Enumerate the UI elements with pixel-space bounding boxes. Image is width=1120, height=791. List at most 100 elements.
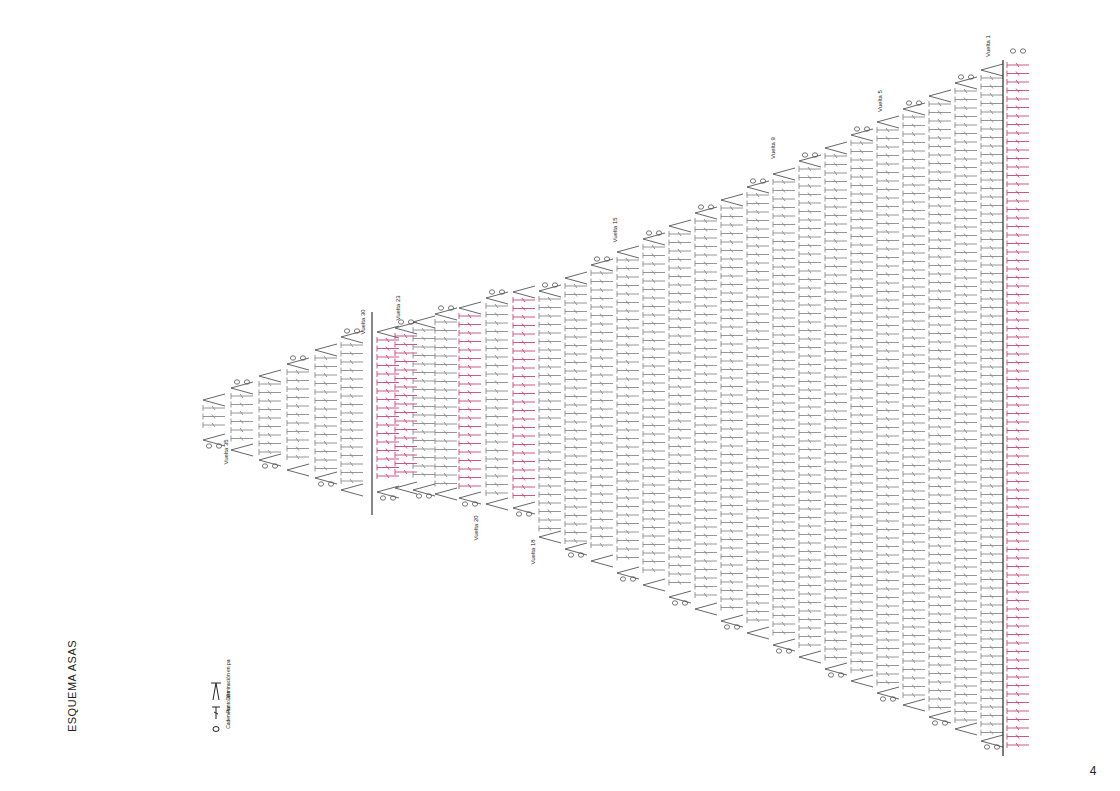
stitch-symbol (981, 84, 1003, 90)
stitch-symbol (669, 529, 691, 535)
stitch-symbol (377, 456, 399, 462)
stitch-symbol (377, 397, 399, 403)
stitch-symbol (825, 451, 847, 457)
chain-symbol (594, 257, 599, 261)
stitch-symbol (825, 442, 847, 448)
stitch-symbol (1007, 530, 1029, 536)
stitch-symbol (955, 352, 977, 358)
stitch-symbol (395, 452, 417, 458)
stitch-symbol (669, 469, 691, 475)
stitch-symbol (929, 229, 951, 235)
stitch-symbol (669, 308, 691, 314)
stitch-symbol (825, 298, 847, 304)
stitch-symbol (903, 182, 925, 188)
stitch-symbol (851, 344, 873, 350)
stitch-symbol (773, 621, 795, 627)
stitch-row (513, 286, 535, 516)
stitch-symbol (773, 315, 795, 321)
stitch-symbol (1007, 504, 1029, 510)
stitch-symbol (643, 482, 665, 488)
stitch-symbol (643, 533, 665, 539)
stitch-symbol (459, 339, 481, 345)
stitch-symbol (929, 569, 951, 575)
stitch-symbol (669, 367, 691, 373)
stitch-symbol (617, 538, 639, 544)
stitch-symbol (669, 393, 691, 399)
stitch-symbol (315, 389, 337, 395)
stitch-symbol (1007, 113, 1029, 119)
stitch-symbol (591, 389, 613, 395)
stitch-symbol (1007, 122, 1029, 128)
stitch-symbol (643, 363, 665, 369)
decrease-symbol (929, 90, 951, 102)
stitch-symbol (851, 608, 873, 614)
stitch-symbol (259, 432, 281, 438)
stitch-symbol (513, 433, 535, 439)
stitch-symbol (981, 347, 1003, 353)
stitch-symbol (669, 571, 691, 577)
stitch-row (981, 64, 1003, 749)
stitch-symbol (929, 671, 951, 677)
stitch-symbol (877, 136, 899, 142)
stitch-symbol (799, 515, 821, 521)
stitch-symbol (747, 617, 769, 623)
stitch-symbol (773, 264, 795, 270)
stitch-symbol (851, 370, 873, 376)
stitch-symbol (929, 552, 951, 558)
stitch-symbol (695, 371, 717, 377)
stitch-symbol (669, 291, 691, 297)
stitch-symbol (747, 422, 769, 428)
stitch-symbol (877, 552, 899, 558)
stitch-symbol (459, 381, 481, 387)
stitch-symbol (799, 583, 821, 589)
stitch-symbol (955, 122, 977, 128)
stitch-symbol (773, 273, 795, 279)
stitch-symbol (851, 310, 873, 316)
stitch-symbol (825, 281, 847, 287)
stitch-symbol (565, 453, 587, 459)
stitch-symbol (955, 275, 977, 281)
stitch-symbol (981, 713, 1003, 719)
stitch-symbol (539, 424, 561, 430)
stitch-symbol (747, 566, 769, 572)
stitch-symbol (617, 283, 639, 289)
stitch-symbol (413, 327, 435, 333)
stitch-symbol (773, 366, 795, 372)
stitch-symbol (929, 662, 951, 668)
stitch-symbol (539, 509, 561, 515)
stitch-symbol (341, 419, 363, 425)
stitch-symbol (799, 600, 821, 606)
decrease-symbol (799, 651, 821, 663)
stitch-symbol (903, 267, 925, 273)
stitch-symbol (747, 345, 769, 351)
stitch-symbol (981, 330, 1003, 336)
stitch-symbol (981, 194, 1003, 200)
stitch-symbol (981, 152, 1003, 158)
stitch-symbol (799, 209, 821, 215)
stitch-symbol (825, 247, 847, 253)
stitch-symbol (981, 169, 1003, 175)
chain-symbol (890, 697, 895, 701)
stitch-symbol (955, 675, 977, 681)
stitch-symbol (955, 343, 977, 349)
stitch-symbol (929, 186, 951, 192)
stitch-symbol (981, 721, 1003, 727)
stitch-symbol (955, 114, 977, 120)
decrease-symbol (643, 579, 665, 591)
stitch-symbol (747, 558, 769, 564)
stitch-symbol (341, 427, 363, 433)
stitch-symbol (799, 617, 821, 623)
legend-text: Disminución en pa (226, 659, 231, 700)
chain-symbol (916, 101, 921, 105)
stitch-symbol (747, 396, 769, 402)
stitch-symbol (981, 203, 1003, 209)
decrease-symbol (435, 488, 457, 500)
stitch-symbol (1007, 445, 1029, 451)
stitch-symbol (955, 700, 977, 706)
stitch-symbol (617, 504, 639, 510)
chain-symbol (724, 625, 729, 629)
stitch-symbol (929, 399, 951, 405)
stitch-symbol (955, 709, 977, 715)
stitch-symbol (721, 324, 743, 330)
stitch-symbol (747, 490, 769, 496)
